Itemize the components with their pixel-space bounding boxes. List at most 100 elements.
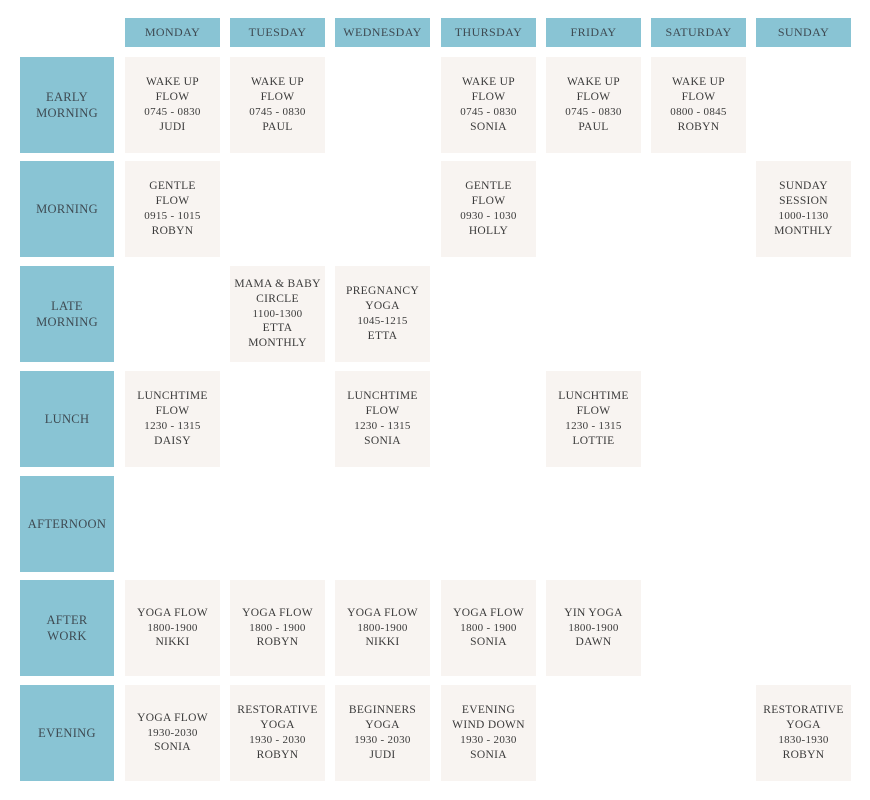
class-time: 0745 - 0830	[565, 106, 622, 118]
class-teacher: DAISY	[154, 434, 191, 447]
class-teacher: HOLLY	[468, 224, 509, 237]
class-teacher: PAUL	[578, 120, 609, 133]
class-title: RESTORATIVE	[237, 704, 318, 717]
class-title: WAKE UP FLOW	[672, 76, 725, 104]
class-time: 1800-1900	[357, 621, 408, 634]
class-teacher: PAUL	[262, 120, 293, 133]
class-time: 1830-1930	[778, 734, 829, 746]
class-time: 1230 - 1315	[354, 420, 411, 432]
day-header-tuesday: TUESDAY	[230, 18, 325, 47]
class-time: 1930 - 2030	[249, 734, 306, 746]
class-title: FLOW	[365, 405, 400, 418]
class-teacher: ROBYN	[782, 748, 825, 761]
class-title: WAKE UP	[251, 76, 304, 89]
class-time: 0930 - 1030	[460, 210, 517, 222]
class-title: FLOW	[576, 405, 611, 418]
class-title: SUNDAY	[779, 180, 828, 193]
class-teacher: SONIA	[154, 741, 191, 754]
class-teacher: SONIA	[470, 748, 507, 761]
class-teacher: JUDI	[159, 120, 186, 133]
class-time: 1930 - 2030	[354, 734, 411, 746]
time-slot-label-line: AFTERNOON	[27, 517, 107, 531]
class-title: SESSION	[779, 195, 828, 208]
time-slot-label-line: MORNING	[36, 202, 98, 216]
class-title: FLOW	[471, 195, 506, 208]
class-time: 1800-1900	[568, 621, 619, 634]
class-time: 1800 - 1900	[249, 621, 306, 634]
class-teacher: ROBYN	[677, 120, 720, 133]
time-slot-afternoon: AFTERNOON	[20, 476, 114, 572]
class-teacher: ROBYN	[256, 748, 299, 761]
class-time: 0745 - 0830	[144, 106, 201, 118]
class-title: WAKE UP FLOW	[462, 76, 515, 104]
class-teacher: NIKKI	[365, 636, 400, 649]
day-header-sunday: SUNDAY	[756, 18, 851, 47]
class-title: WAKE UP FLOW	[567, 76, 620, 104]
class-title: WAKE UP	[146, 76, 199, 89]
time-slot-label-line: EVENING	[38, 726, 96, 740]
day-header-monday: MONDAY	[125, 18, 220, 47]
time-slot-evening: EVENING	[20, 685, 114, 781]
class-teacher: ROBYN	[151, 224, 194, 237]
class-title: EVENING	[461, 704, 516, 717]
time-slot-label-line: LATE	[51, 299, 83, 313]
time-slot-morning: MORNING	[20, 161, 114, 257]
class-time: 1000-1130	[778, 210, 829, 222]
class-title: YOGA FLOW	[242, 606, 313, 619]
class-time: 0745 - 0830	[460, 106, 517, 118]
class-title: YOGA FLOW	[347, 606, 418, 619]
class-time: 1045-1215	[357, 315, 408, 327]
class-title: BEGINNERS	[348, 704, 417, 717]
class-title: YOGA	[260, 719, 295, 732]
class-teacher: ETTA	[262, 322, 293, 335]
class-teacher: SONIA	[470, 636, 507, 649]
class-title: FLOW	[155, 91, 190, 104]
class-teacher: SONIA	[470, 120, 507, 133]
class-title: YIN YOGA	[564, 606, 623, 619]
class-title: RESTORATIVE	[763, 704, 844, 717]
class-time: 1930 - 2030	[460, 734, 517, 746]
class-title: YOGA FLOW	[137, 606, 208, 619]
class-teacher: ETTA	[367, 329, 398, 342]
class-teacher: SONIA	[364, 434, 401, 447]
class-teacher: DAWN	[575, 636, 612, 649]
class-time: 1930-2030	[147, 726, 198, 739]
class-teacher: LOTTIE	[572, 434, 615, 447]
class-title: WIND DOWN	[452, 719, 525, 732]
class-title: FLOW	[155, 195, 190, 208]
time-slot-label-line: MORNING	[36, 315, 98, 329]
class-title: YOGA	[365, 300, 400, 313]
class-time: 0745 - 0830	[249, 106, 306, 118]
class-title: PREGNANCY	[346, 285, 419, 298]
class-title: GENTLE	[149, 180, 196, 193]
class-time: 1230 - 1315	[565, 420, 622, 432]
class-title: YOGA	[365, 719, 400, 732]
time-slot-label-line: AFTER	[46, 613, 88, 627]
class-teacher: MONTHLY	[774, 224, 833, 237]
day-header-thursday: THURSDAY	[441, 18, 536, 47]
